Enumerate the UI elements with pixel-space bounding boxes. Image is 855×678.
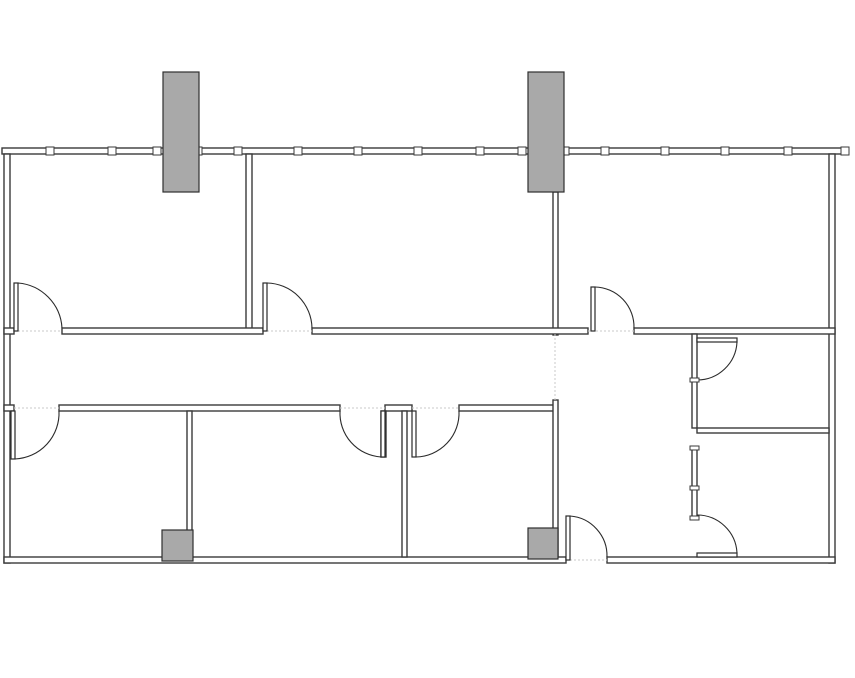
window-mullion — [600, 146, 610, 156]
wall-upper-divider-2 — [552, 191, 559, 336]
window-mullion — [353, 146, 363, 156]
window-mullion — [45, 146, 55, 156]
door-office-3[interactable] — [590, 286, 635, 332]
door-closet-upper[interactable] — [696, 337, 738, 381]
column-top-right — [527, 71, 565, 193]
wall-corridor-north-1 — [3, 327, 15, 335]
wall-closet-divider — [696, 427, 830, 434]
wall-corridor-north-3 — [311, 327, 589, 335]
window-mullion — [152, 146, 162, 156]
window-mullion — [783, 146, 793, 156]
door-office-4[interactable] — [10, 410, 60, 460]
columns — [161, 71, 565, 562]
wall-lower-divider-2 — [401, 410, 408, 558]
interior-walls — [3, 153, 836, 558]
door-office-6[interactable] — [411, 410, 460, 458]
window-mullion — [107, 146, 117, 156]
column-top-left — [162, 71, 200, 193]
door-thresholds — [14, 330, 634, 561]
wall-closet-west-upper — [691, 333, 698, 381]
wall-corridor-north-2 — [61, 327, 264, 335]
door-office-2[interactable] — [262, 282, 313, 332]
window-mullion — [517, 146, 527, 156]
wall-corridor-south-3 — [384, 404, 413, 412]
wall-upper-divider-1 — [245, 153, 253, 330]
exterior-walls — [1, 147, 849, 564]
column-bottom-left — [161, 529, 194, 562]
door-exit[interactable] — [565, 515, 608, 561]
wall-left — [3, 153, 11, 564]
door-office-5[interactable] — [339, 410, 386, 458]
wall-bottom-left — [3, 556, 567, 564]
door-office-1[interactable] — [13, 282, 63, 332]
wall-bottom-right — [606, 556, 836, 564]
window-mullion — [413, 146, 423, 156]
closet-side-marks — [689, 377, 700, 521]
door-closet-lower[interactable] — [696, 514, 738, 558]
column-bottom-right — [527, 527, 559, 560]
wall-closet-west-lower — [691, 447, 698, 519]
window-mullion — [720, 146, 730, 156]
doors — [10, 282, 738, 561]
wall-corridor-south-4 — [458, 404, 556, 412]
wall-closet-west-mid — [691, 379, 698, 429]
window-mullion — [840, 146, 850, 156]
wall-corridor-north-4 — [633, 327, 836, 335]
window-mullion — [660, 146, 670, 156]
window-mullion — [475, 146, 485, 156]
window-mullion — [293, 146, 303, 156]
window-marks — [45, 146, 850, 156]
window-mullion — [233, 146, 243, 156]
wall-corridor-south-2 — [58, 404, 341, 412]
wall-corridor-south-1 — [3, 404, 15, 412]
wall-right — [828, 153, 836, 564]
